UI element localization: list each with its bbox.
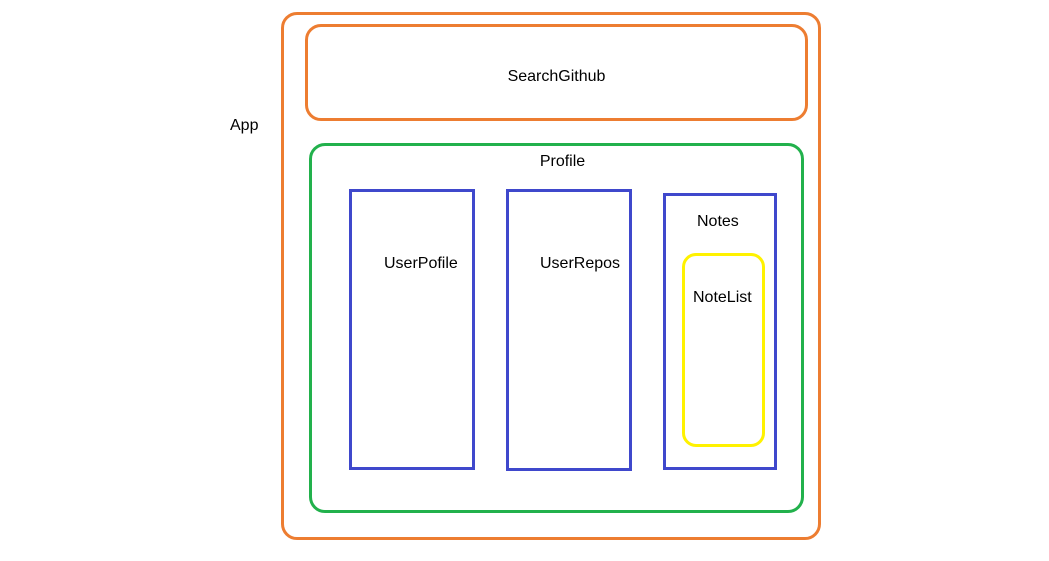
notes-component: Notes xyxy=(663,193,777,470)
profile-component: Profile xyxy=(309,143,804,513)
user-profile-label: UserPofile xyxy=(384,255,458,272)
note-list-label: NoteList xyxy=(693,289,752,306)
notes-label: Notes xyxy=(697,213,739,230)
user-repos-component: UserRepos xyxy=(506,189,632,471)
user-repos-label: UserRepos xyxy=(540,255,621,272)
note-list-component: NoteList xyxy=(682,253,765,447)
search-github-component: SearchGithub xyxy=(305,24,808,121)
profile-label: Profile xyxy=(539,153,586,170)
app-container xyxy=(281,12,821,540)
search-github-label: SearchGithub xyxy=(507,68,606,85)
app-label: App xyxy=(230,117,259,134)
user-profile-component: UserPofile xyxy=(349,189,475,470)
